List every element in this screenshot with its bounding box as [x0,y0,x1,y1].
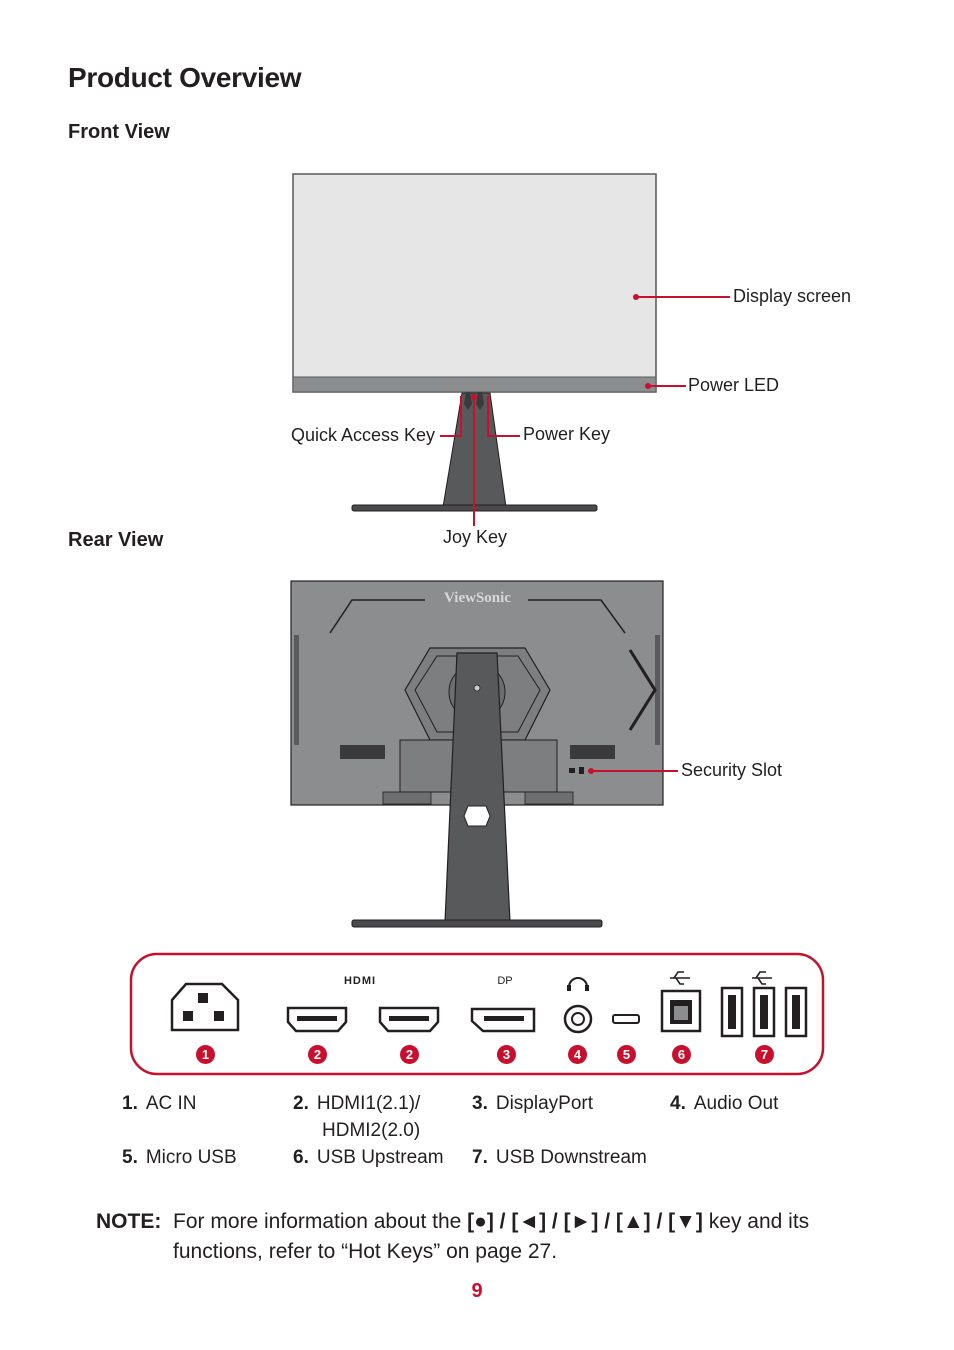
legend-item: 2.HDMI1(2.1)/ HDMI2(2.0) [293,1093,421,1141]
power-key-label: Power Key [523,424,611,444]
note-label: NOTE: [96,1210,162,1233]
port-badge: 3 [497,1045,516,1064]
port-badge: 1 [196,1045,215,1064]
security-slot-label: Security Slot [681,760,783,780]
headphone-icon [568,977,588,988]
port-badge: 7 [755,1045,774,1064]
legend-item: 4.Audio Out [670,1093,779,1114]
ac-in-port [170,982,240,1032]
legend-item: 3.DisplayPort [472,1093,594,1114]
usb-icon [670,971,690,985]
brand-logo: ViewSonic [444,590,511,606]
port-badge: 5 [617,1045,636,1064]
usb-icon [752,971,772,985]
port-badge: 2 [308,1045,327,1064]
port-badge: 6 [672,1045,691,1064]
legend-item: 1.AC IN [122,1093,197,1114]
note-text: For more information about the [●] / [◄]… [173,1210,810,1263]
legend-item: 7.USB Downstream [472,1147,647,1168]
page-number: 9 [471,1280,483,1302]
hdmi-tag: HDMI [343,975,377,987]
usb-upstream-port [660,989,702,1033]
front-view-heading: Front View [68,121,170,143]
page-title: Product Overview [68,62,302,93]
legend-item: 6.USB Upstream [293,1147,444,1168]
hot-keys-symbols: [●] / [◄] / [►] / [▲] / [▼] [467,1210,703,1233]
display-screen-label: Display screen [733,286,852,306]
micro-usb-port [612,1014,640,1024]
dp-tag: DP [497,975,513,987]
quick-access-key-label: Quick Access Key [291,425,436,445]
power-led-label: Power LED [688,375,780,395]
legend-item: 5.Micro USB [122,1147,237,1168]
port-badge: 4 [568,1045,587,1064]
joy-key-label: Joy Key [443,527,508,547]
port-badge: 2 [400,1045,419,1064]
rear-view-heading: Rear View [68,529,164,551]
